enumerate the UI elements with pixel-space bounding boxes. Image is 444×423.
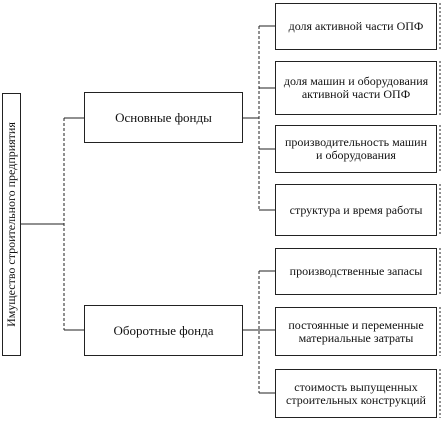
branch-label: Основные фонды bbox=[115, 110, 212, 125]
root-node: Имущество строительного предприятия bbox=[2, 93, 21, 356]
leaf-node: производственные запасы bbox=[275, 248, 437, 295]
leaf-label: стоимость выпущенных строительных констр… bbox=[286, 379, 426, 407]
branch-label: Оборотные фонда bbox=[113, 323, 214, 338]
leaf-label: доля машин и оборудования активной части… bbox=[283, 74, 429, 101]
leaf-node: доля активной части ОПФ bbox=[275, 3, 437, 50]
leaf-label: производственные запасы bbox=[289, 264, 423, 278]
branch-fixed-assets: Основные фонды bbox=[84, 92, 243, 143]
leaf-label: постоянные и переменные материальные зат… bbox=[288, 317, 424, 345]
leaf-label: структура и время работы bbox=[289, 202, 423, 217]
branch-current-assets: Оборотные фонда bbox=[84, 305, 243, 356]
leaf-node: структура и время работы bbox=[275, 184, 437, 236]
leaf-node: доля машин и оборудования активной части… bbox=[275, 61, 437, 115]
root-label: Имущество строительного предприятия bbox=[4, 122, 18, 327]
leaf-label: производительность машин и оборудования bbox=[284, 135, 428, 162]
leaf-node: стоимость выпущенных строительных констр… bbox=[275, 369, 437, 418]
leaf-node: постоянные и переменные материальные зат… bbox=[275, 307, 437, 356]
leaf-node: производительность машин и оборудования bbox=[275, 125, 437, 173]
leaf-label: доля активной части ОПФ bbox=[288, 19, 424, 33]
